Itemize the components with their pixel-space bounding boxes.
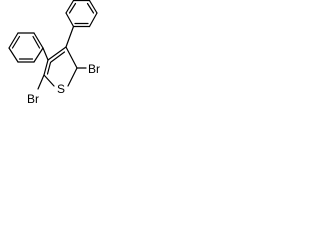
sulfur-label: S (57, 82, 65, 96)
bond-c5-to-br (37, 74, 45, 90)
thiophene-ring (43, 46, 78, 87)
bond-right-phenyl-to-c3 (65, 25, 75, 48)
bromine-top-label: Br (88, 62, 100, 76)
bond-left-phenyl-to-c4 (42, 47, 49, 61)
left-phenyl-ring (8, 32, 44, 63)
chemical-structure: Br Br S (8, 0, 100, 106)
bromine-bottom-label: Br (27, 92, 39, 106)
right-phenyl-ring (65, 0, 98, 28)
